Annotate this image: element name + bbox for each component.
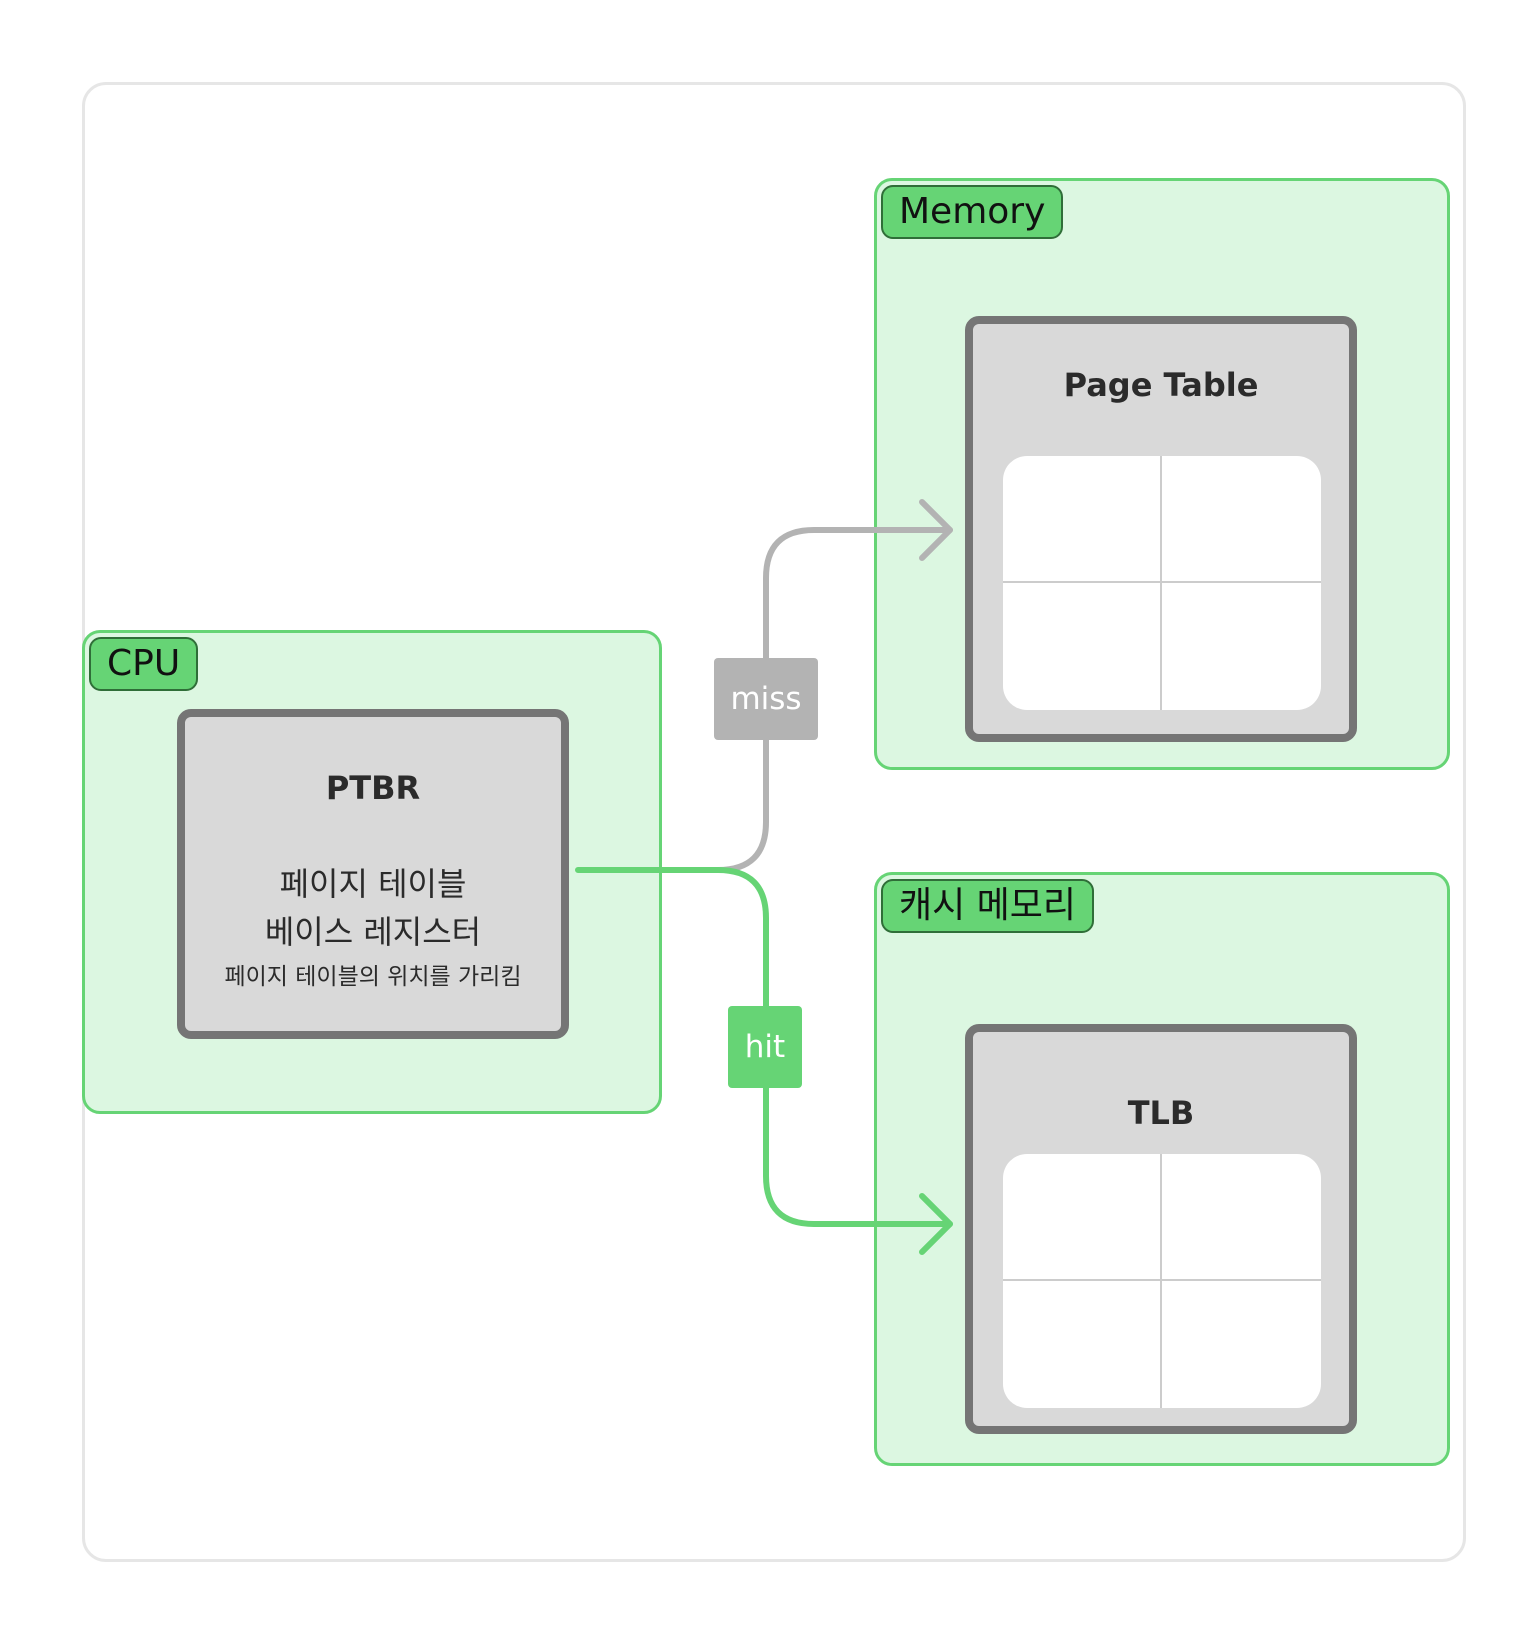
tlb-node: TLB bbox=[965, 1024, 1357, 1434]
ptbr-title: PTBR bbox=[325, 769, 421, 807]
tlb-cell bbox=[1162, 1154, 1321, 1281]
memory-group: Memory Page Table bbox=[874, 178, 1450, 770]
ptbr-line1: 페이지 테이블 bbox=[279, 865, 467, 903]
tlb-cell bbox=[1003, 1281, 1162, 1408]
page-table-node: Page Table bbox=[965, 316, 1357, 742]
page-table-cell bbox=[1003, 583, 1162, 710]
miss-label: miss bbox=[714, 658, 818, 740]
tlb-cell bbox=[1003, 1154, 1162, 1281]
page-table-grid bbox=[1003, 456, 1321, 710]
page-table-cell bbox=[1162, 456, 1321, 583]
hit-arrowhead bbox=[919, 1193, 953, 1255]
miss-edge bbox=[715, 527, 953, 873]
cpu-group-label: CPU bbox=[89, 637, 199, 691]
memory-group-label: Memory bbox=[881, 185, 1064, 239]
tlb-grid bbox=[1003, 1154, 1321, 1408]
ptbr-line2: 베이스 레지스터 bbox=[264, 913, 482, 951]
cpu-group: CPU PTBR 페이지 테이블 베이스 레지스터 페이지 테이블의 위치를 가… bbox=[82, 630, 662, 1114]
tlb-title: TLB bbox=[1127, 1094, 1195, 1132]
cache-memory-group: 캐시 메모리 TLB bbox=[874, 872, 1450, 1466]
hit-label: hit bbox=[728, 1006, 802, 1088]
ptbr-node: PTBR 페이지 테이블 베이스 레지스터 페이지 테이블의 위치를 가리킴 bbox=[177, 709, 569, 1039]
cache-memory-group-label: 캐시 메모리 bbox=[881, 879, 1095, 933]
ptbr-note: 페이지 테이블의 위치를 가리킴 bbox=[224, 964, 522, 990]
miss-arrowhead bbox=[919, 499, 953, 561]
page-table-title: Page Table bbox=[1063, 366, 1259, 404]
page-table-cell bbox=[1003, 456, 1162, 583]
